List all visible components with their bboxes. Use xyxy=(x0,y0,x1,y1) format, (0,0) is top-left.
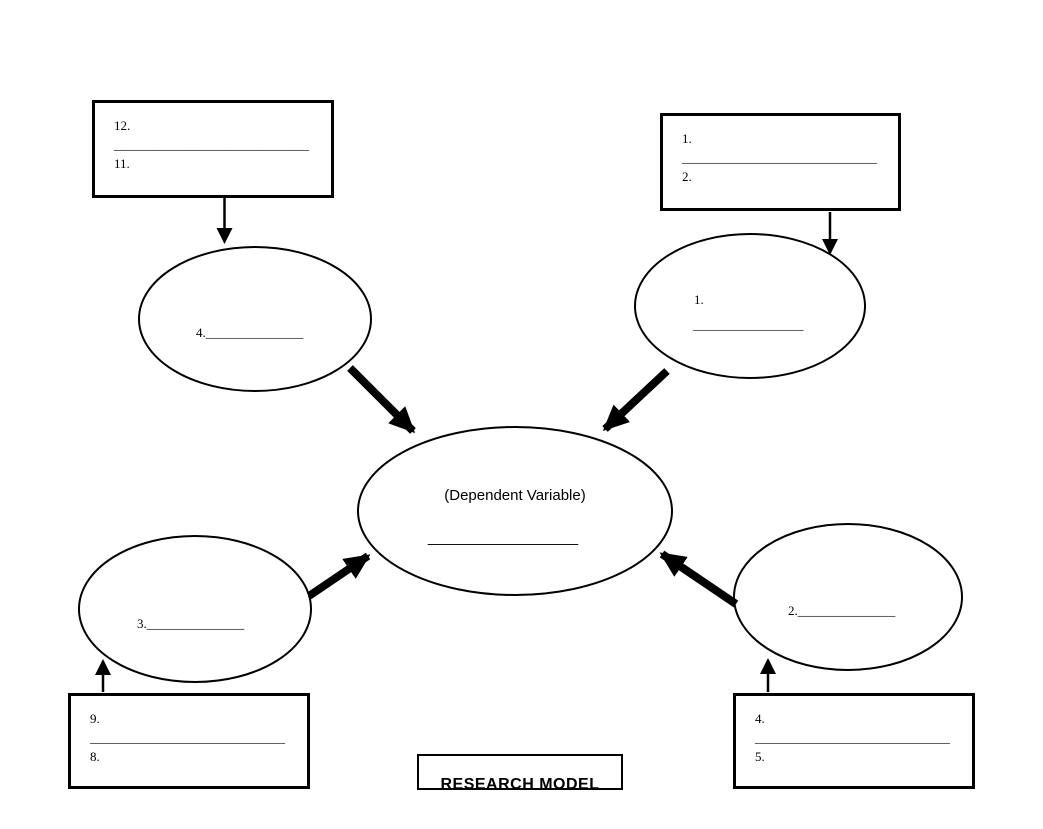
box-bottom-left-row2: 8. xyxy=(90,749,100,764)
box-top-right-row1: 1. xyxy=(682,131,692,146)
ellipse-center-label: (Dependent Variable) xyxy=(444,487,586,504)
ellipse-top-left-label: 4._______________ xyxy=(196,325,304,340)
ellipse-bottom-left xyxy=(78,535,312,683)
box-bottom-left: 9. ______________________________ 8. xyxy=(68,693,310,789)
ellipse-top-left xyxy=(138,246,372,392)
arrow-bottomright-ellipse-to-center xyxy=(659,550,739,608)
box-top-left-row1: 12. xyxy=(114,118,131,133)
box-top-left-row2: 11. xyxy=(114,156,130,171)
research-model-title: RESEARCH MODEL xyxy=(440,776,600,790)
ellipse-bottom-right xyxy=(733,523,963,671)
box-bottom-right-row1: 4. xyxy=(755,711,765,726)
ellipse-center-dependent-variable xyxy=(357,426,673,596)
ellipse-bottom-right-label: 2._______________ xyxy=(788,603,896,618)
box-top-left-blank-line: ______________________________ xyxy=(114,137,309,152)
research-model-title-box: RESEARCH MODEL xyxy=(417,754,623,790)
box-bottom-left-blank-line: ______________________________ xyxy=(90,730,285,745)
ellipse-bottom-left-label: 3._______________ xyxy=(137,616,245,631)
arrow-topright-ellipse-to-center xyxy=(602,368,670,432)
arrow-topleft-ellipse-to-center xyxy=(347,365,416,434)
ellipse-top-right-blank-line: _________________ xyxy=(693,317,804,332)
arrow-bottomleft-ellipse-to-center xyxy=(306,552,371,600)
box-top-right-row2: 2. xyxy=(682,169,692,184)
ellipse-top-right-label: 1. xyxy=(694,292,704,307)
box-top-right: 1. ______________________________ 2. xyxy=(660,113,901,211)
box-bottom-right-blank-line: ______________________________ xyxy=(755,730,950,745)
box-bottom-left-row1: 9. xyxy=(90,711,100,726)
box-top-left: 12. ______________________________ 11. xyxy=(92,100,334,198)
box-bottom-right: 4. ______________________________ 5. xyxy=(733,693,975,789)
box-bottom-right-row2: 5. xyxy=(755,749,765,764)
ellipse-center-blank-line: __________________ xyxy=(427,529,579,546)
ellipse-top-right xyxy=(634,233,866,379)
box-top-right-blank-line: ______________________________ xyxy=(682,150,877,165)
